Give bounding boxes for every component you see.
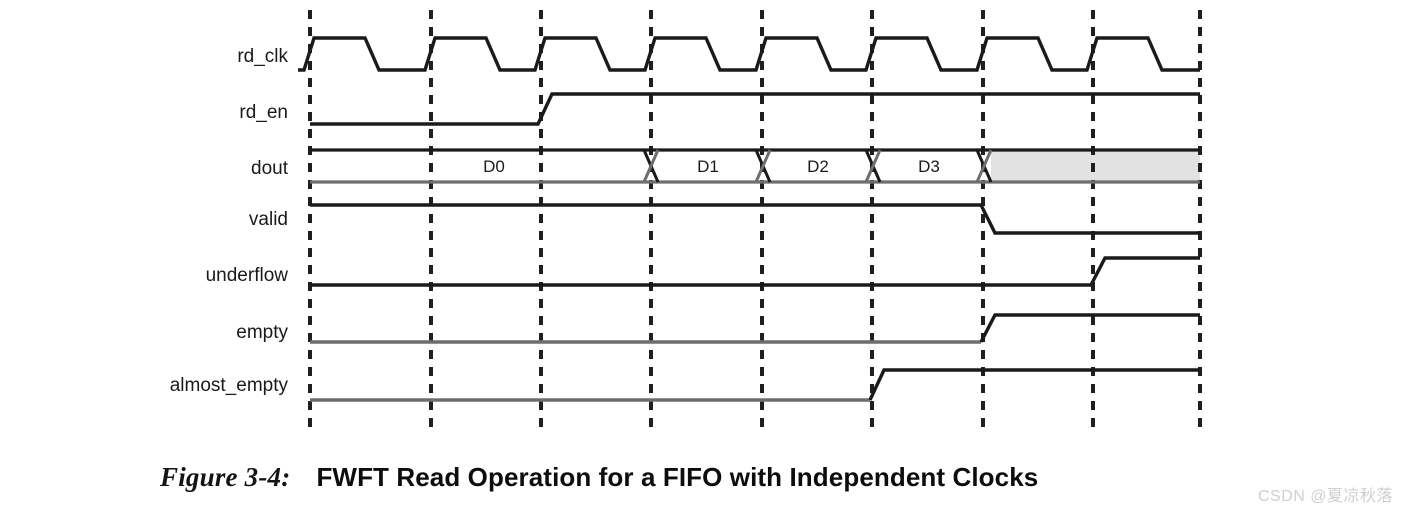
waveform-rd_clk bbox=[298, 36, 1200, 72]
waveform-almost_empty-high bbox=[868, 368, 1200, 401]
signal-label-almost_empty: almost_empty bbox=[170, 375, 289, 396]
waveform-canvas: rd_clk rd_en dout valid underflow empty … bbox=[170, 10, 1202, 428]
dout-value-d2: D2 bbox=[807, 157, 829, 176]
dout-x1-b bbox=[642, 149, 660, 183]
dout-transition-group bbox=[642, 149, 993, 183]
dout-x2-b bbox=[754, 149, 772, 183]
dout-dont-care-region bbox=[991, 150, 1200, 182]
dout-value-d3: D3 bbox=[918, 157, 940, 176]
dout-value-d0: D0 bbox=[483, 157, 505, 176]
figure-caption: Figure 3-4: FWFT Read Operation for a FI… bbox=[0, 455, 1401, 500]
signal-label-valid: valid bbox=[249, 209, 288, 230]
gridline-group bbox=[308, 10, 1202, 428]
waveform-empty-high bbox=[979, 313, 1200, 343]
signal-label-dout: dout bbox=[251, 158, 289, 179]
figure-caption-number: Figure 3-4: bbox=[160, 462, 291, 492]
waveform-valid bbox=[310, 203, 1200, 235]
dout-x4-b bbox=[975, 149, 993, 183]
signal-label-rd_clk: rd_clk bbox=[237, 46, 288, 67]
waveform-rd_en bbox=[310, 92, 1200, 126]
signal-label-empty: empty bbox=[236, 322, 288, 343]
dout-x3-b bbox=[864, 149, 882, 183]
dout-value-d1: D1 bbox=[697, 157, 719, 176]
signal-label-underflow: underflow bbox=[206, 265, 289, 286]
signal-label-rd_en: rd_en bbox=[239, 102, 288, 123]
waveform-dout: D0 D1 D2 D3 bbox=[310, 148, 1200, 184]
figure-caption-title: FWFT Read Operation for a FIFO with Inde… bbox=[316, 462, 1039, 492]
waveform-underflow bbox=[310, 256, 1200, 287]
signal-label-column: rd_clk rd_en dout valid underflow empty … bbox=[170, 46, 289, 396]
csdn-watermark: CSDN @夏凉秋落 bbox=[1257, 488, 1393, 505]
